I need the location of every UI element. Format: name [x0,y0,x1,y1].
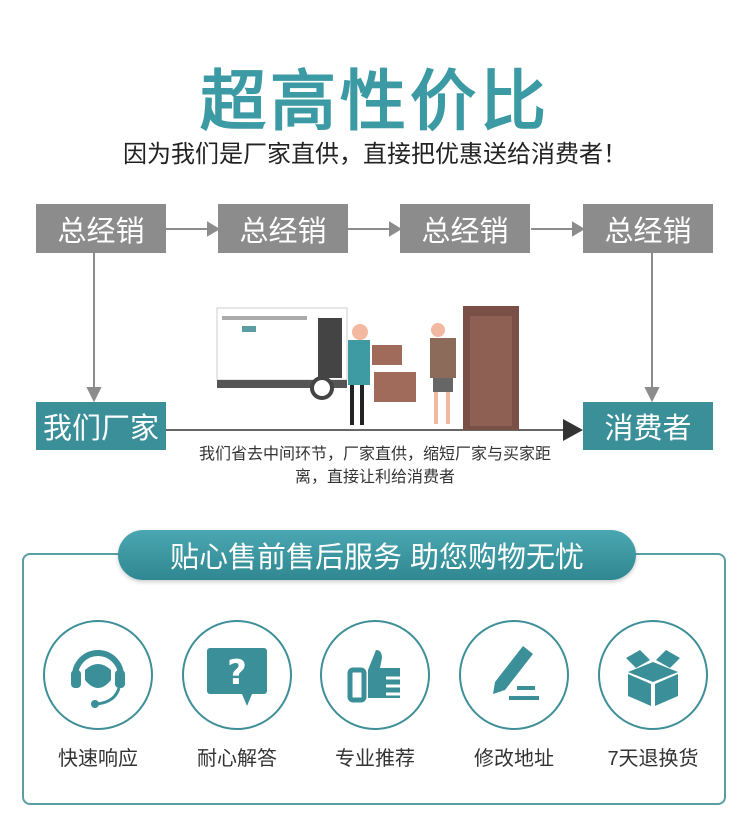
distributor-box-2: 总经销 [218,204,348,253]
caption-line-1: 我们省去中间环节，厂家直供，缩短厂家与买家距 [198,446,551,463]
box-icon [598,620,708,730]
page-title: 超高性价比 [200,64,550,138]
service-label: 专业推荐 [335,748,415,770]
consumer-box: 消费者 [583,402,713,450]
caption-line-2: 离，直接让利给消费者 [294,469,455,486]
distributor-box-4: 总经销 [583,204,713,253]
service-banner: 贴心售前售后服务 助您购物无忧 [118,530,636,580]
headset-icon [43,620,153,730]
service-label: 耐心解答 [197,748,277,770]
svg-text:?: ? [227,653,247,693]
distributor-box-3: 总经销 [400,204,530,253]
distributor-box-1: 总经销 [36,204,166,253]
question-bubble-icon: ? [182,620,292,730]
thumbs-up-icon [320,620,430,730]
delivery-illustration [216,306,519,430]
service-label: 7天退换货 [607,748,699,770]
flow-arrows [86,221,660,441]
pencil-icon [459,620,569,730]
service-label: 快速响应 [58,748,138,770]
flow-caption: 我们省去中间环节，厂家直供，缩短厂家与买家距 离，直接让利给消费者 [170,443,580,489]
service-label: 修改地址 [474,748,554,770]
subtitle: 因为我们是厂家直供，直接把优惠送给消费者！ [123,141,627,168]
factory-box: 我们厂家 [36,402,166,450]
